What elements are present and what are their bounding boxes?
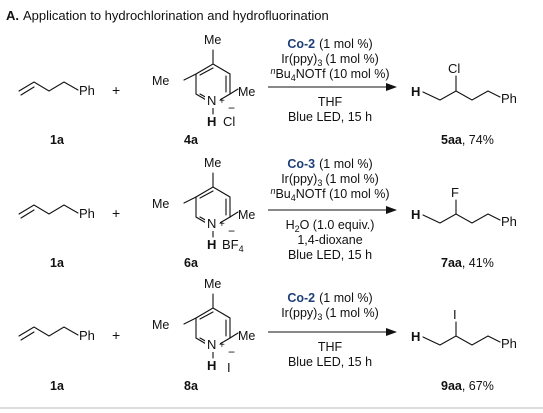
phenyl-label: Ph bbox=[501, 336, 517, 351]
catalyst-name: Co-2 bbox=[287, 291, 315, 305]
compound-label-1a: 1a bbox=[50, 256, 65, 270]
product-result-5aa: 5aa, 74% bbox=[441, 133, 494, 147]
methyl-label: Me bbox=[204, 33, 221, 47]
reaction-row-2: Ph + Me Me Me N + H − BF4 6a 1a Co-3 (1 m… bbox=[18, 156, 517, 270]
catalyst-name: Co-3 bbox=[287, 157, 315, 171]
product-7aa: H F Ph bbox=[411, 185, 517, 229]
svg-text:Co-3(1 mol %): Co-3 (1 mol %) bbox=[287, 157, 372, 171]
acidic-hydrogen: H bbox=[207, 114, 216, 129]
svg-text:Co-2(1 mol %): Co-2 (1 mol %) bbox=[287, 37, 372, 51]
svg-text:Co-2(1 mol %): Co-2 (1 mol %) bbox=[287, 291, 372, 305]
product-halogen-i: I bbox=[453, 307, 457, 322]
product-result-9aa: 9aa, 67% bbox=[441, 379, 494, 393]
svg-text:H2O (1.0 equiv.): H2O (1.0 equiv.) bbox=[286, 218, 375, 234]
reaction-row-1: Ph + Me Me Me N + H − Cl 4a 1a Co-2 (1 mo… bbox=[18, 33, 517, 147]
methyl-label: Me bbox=[238, 208, 255, 222]
negative-charge: − bbox=[228, 101, 235, 115]
product-hydrogen: H bbox=[411, 207, 420, 222]
photocatalyst: Ir(ppy) bbox=[281, 172, 317, 186]
acidic-hydrogen: H bbox=[207, 358, 216, 373]
product-hydrogen: H bbox=[411, 329, 420, 344]
phenyl-label: Ph bbox=[79, 328, 95, 343]
solvent: 1,4-dioxane bbox=[297, 233, 362, 247]
pyridinium-4a: Me Me Me N + H − Cl bbox=[152, 33, 255, 129]
light-source: Blue LED, 15 h bbox=[288, 248, 372, 262]
svg-text:nBu4NOTf (10 mol %): nBu4NOTf (10 mol %) bbox=[270, 66, 389, 83]
compound-label-4a: 4a bbox=[184, 133, 199, 147]
panel-title: Application to hydrochlorination and hyd… bbox=[23, 8, 329, 23]
iodide-counterion: I bbox=[227, 360, 231, 375]
catalyst-loading: (1 mol %) bbox=[319, 37, 372, 51]
conditions-2: Co-3 (1 mol %) Ir(ppy)3(1 mol %) nBu4NOTf… bbox=[268, 157, 397, 262]
positive-charge: + bbox=[219, 96, 225, 107]
product-5aa: H Cl Ph bbox=[411, 61, 517, 106]
positive-charge: + bbox=[219, 340, 225, 351]
positive-charge: + bbox=[219, 219, 225, 230]
panel-header: A. Application to hydrochlorination and h… bbox=[6, 8, 329, 23]
product-result-7aa: 7aa, 41% bbox=[441, 256, 494, 270]
photocatalyst: Ir(ppy) bbox=[281, 306, 317, 320]
methyl-label: Me bbox=[204, 156, 221, 170]
phenyl-label: Ph bbox=[79, 206, 95, 221]
product-halogen-f: F bbox=[451, 185, 459, 200]
compound-label-1a: 1a bbox=[50, 133, 65, 147]
compound-label-1a: 1a bbox=[50, 379, 65, 393]
light-source: Blue LED, 15 h bbox=[288, 110, 372, 124]
methyl-label: Me bbox=[238, 329, 255, 343]
reaction-row-3: Ph + Me Me Me N + H − I 8a 1a Co-2 (1 mol… bbox=[18, 277, 517, 393]
additive: Bu bbox=[275, 187, 290, 201]
nitrogen-label: N bbox=[207, 216, 216, 231]
product-9aa: H I Ph bbox=[411, 307, 517, 351]
catalyst-name: Co-2 bbox=[287, 37, 315, 51]
conditions-1: Co-2 (1 mol %) Ir(ppy)3(1 mol %) nBu4NOTf… bbox=[268, 37, 397, 124]
conditions-3: Co-2 (1 mol %) Ir(ppy)3(1 mol %) THF Blue… bbox=[268, 291, 397, 369]
phenyl-label: Ph bbox=[79, 83, 95, 98]
plus-sign: + bbox=[112, 327, 120, 343]
svg-text:Ir(ppy)3(1 mol %): Ir(ppy)3(1 mol %) bbox=[281, 306, 379, 322]
methyl-label: Me bbox=[152, 197, 169, 211]
plus-sign: + bbox=[112, 82, 120, 98]
light-source: Blue LED, 15 h bbox=[288, 355, 372, 369]
additive: Bu bbox=[275, 67, 290, 81]
photocatalyst: Ir(ppy) bbox=[281, 52, 317, 66]
pyridinium-8a: Me Me Me N + H − I bbox=[152, 277, 255, 375]
nitrogen-label: N bbox=[207, 93, 216, 108]
solvent: THF bbox=[318, 340, 343, 354]
panel-letter: A. bbox=[6, 8, 19, 23]
methyl-label: Me bbox=[204, 277, 221, 291]
phenyl-label: Ph bbox=[501, 214, 517, 229]
alkene-1a: Ph bbox=[18, 204, 95, 221]
catalyst-loading: (1 mol %) bbox=[319, 291, 372, 305]
methyl-label: Me bbox=[152, 318, 169, 332]
nitrogen-label: N bbox=[207, 337, 216, 352]
methyl-label: Me bbox=[238, 85, 255, 99]
svg-text:nBu4NOTf (10 mol %): nBu4NOTf (10 mol %) bbox=[270, 186, 389, 203]
negative-charge: − bbox=[228, 224, 235, 238]
product-hydrogen: H bbox=[411, 84, 420, 99]
catalyst-loading: (1 mol %) bbox=[319, 157, 372, 171]
water-additive: H bbox=[286, 218, 295, 232]
negative-charge: − bbox=[228, 345, 235, 359]
plus-sign: + bbox=[112, 205, 120, 221]
alkene-1a: Ph bbox=[18, 81, 95, 98]
phenyl-label: Ph bbox=[501, 91, 517, 106]
svg-text:Ir(ppy)3(1 mol %): Ir(ppy)3(1 mol %) bbox=[281, 52, 379, 68]
acidic-hydrogen: H bbox=[207, 237, 216, 252]
tetrafluoroborate-counterion: BF4 bbox=[222, 237, 244, 254]
methyl-label: Me bbox=[152, 74, 169, 88]
alkene-1a: Ph bbox=[18, 326, 95, 343]
compound-label-8a: 8a bbox=[184, 379, 199, 393]
solvent: THF bbox=[318, 95, 343, 109]
compound-label-6a: 6a bbox=[184, 256, 199, 270]
product-halogen-cl: Cl bbox=[448, 61, 460, 76]
pyridinium-6a: Me Me Me N + H − BF4 bbox=[152, 156, 255, 254]
svg-text:Ir(ppy)3(1 mol %): Ir(ppy)3(1 mol %) bbox=[281, 172, 379, 188]
chloride-counterion: Cl bbox=[223, 114, 235, 129]
